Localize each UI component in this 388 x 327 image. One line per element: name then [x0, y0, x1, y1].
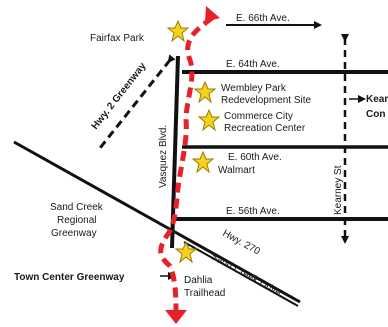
e64-label: E. 64th Ave.: [226, 59, 280, 70]
star-marker-icon: [174, 240, 198, 264]
hwy270-label: Hwy. 270: [221, 228, 263, 258]
star-marker-icon: [166, 19, 190, 43]
fairfax-park-label: Fairfax Park: [90, 33, 145, 44]
star-marker-icon: [197, 108, 221, 132]
wembley-label-line2: Redevelopment Site: [221, 95, 311, 106]
sand-creek-label-line3: Greenway: [51, 228, 97, 239]
commerce-callout-label: Con: [366, 109, 385, 120]
dahlia-label-line2: Trailhead: [184, 288, 225, 299]
kearney-label: Kearney St: [333, 165, 344, 215]
hwy2-label: Hwy. 2 Greenway: [90, 60, 149, 131]
star-marker-icon: [191, 150, 215, 174]
e56-label: E. 56th Ave.: [226, 206, 280, 217]
dahlia-label-line1: Dahlia: [184, 275, 213, 286]
star-marker-icon: [193, 80, 217, 104]
e66-label: E. 66th Ave.: [236, 13, 290, 24]
place-labels: Fairfax Park Wembley Park Redevelopment …: [14, 33, 311, 299]
kearney-callout-label: Kear: [366, 94, 388, 105]
hwy2-greenway-path: [98, 54, 176, 149]
vasquez-label: Vasquez Blvd.: [158, 125, 169, 188]
sand-creek-label-line2: Regional: [57, 215, 96, 226]
route-arrow-icon: [165, 310, 187, 324]
wembley-label-line1: Wembley Park: [221, 83, 287, 94]
commerce-label-line1: Commerce City: [224, 111, 293, 122]
markers: [166, 19, 221, 264]
cropped-callouts: Kear Con: [366, 94, 388, 120]
sand-creek-drive-road: [183, 241, 299, 307]
sand-creek-label-line1: Sand Creek: [50, 202, 104, 213]
commerce-label-line2: Recreation Center: [224, 123, 306, 134]
greenway-route: [158, 15, 214, 313]
e60-label: E. 60th Ave.: [228, 152, 282, 163]
route-arrows: [165, 6, 220, 324]
street-labels: E. 66th Ave. E. 64th Ave. E. 60th Ave. E…: [90, 13, 344, 299]
route-arrow-icon: [205, 6, 220, 22]
roads: [13, 21, 388, 307]
town-center-greenway-label: Town Center Greenway: [14, 272, 125, 283]
hwy270-road: [13, 140, 301, 304]
walmart-label: Walmart: [218, 165, 255, 176]
